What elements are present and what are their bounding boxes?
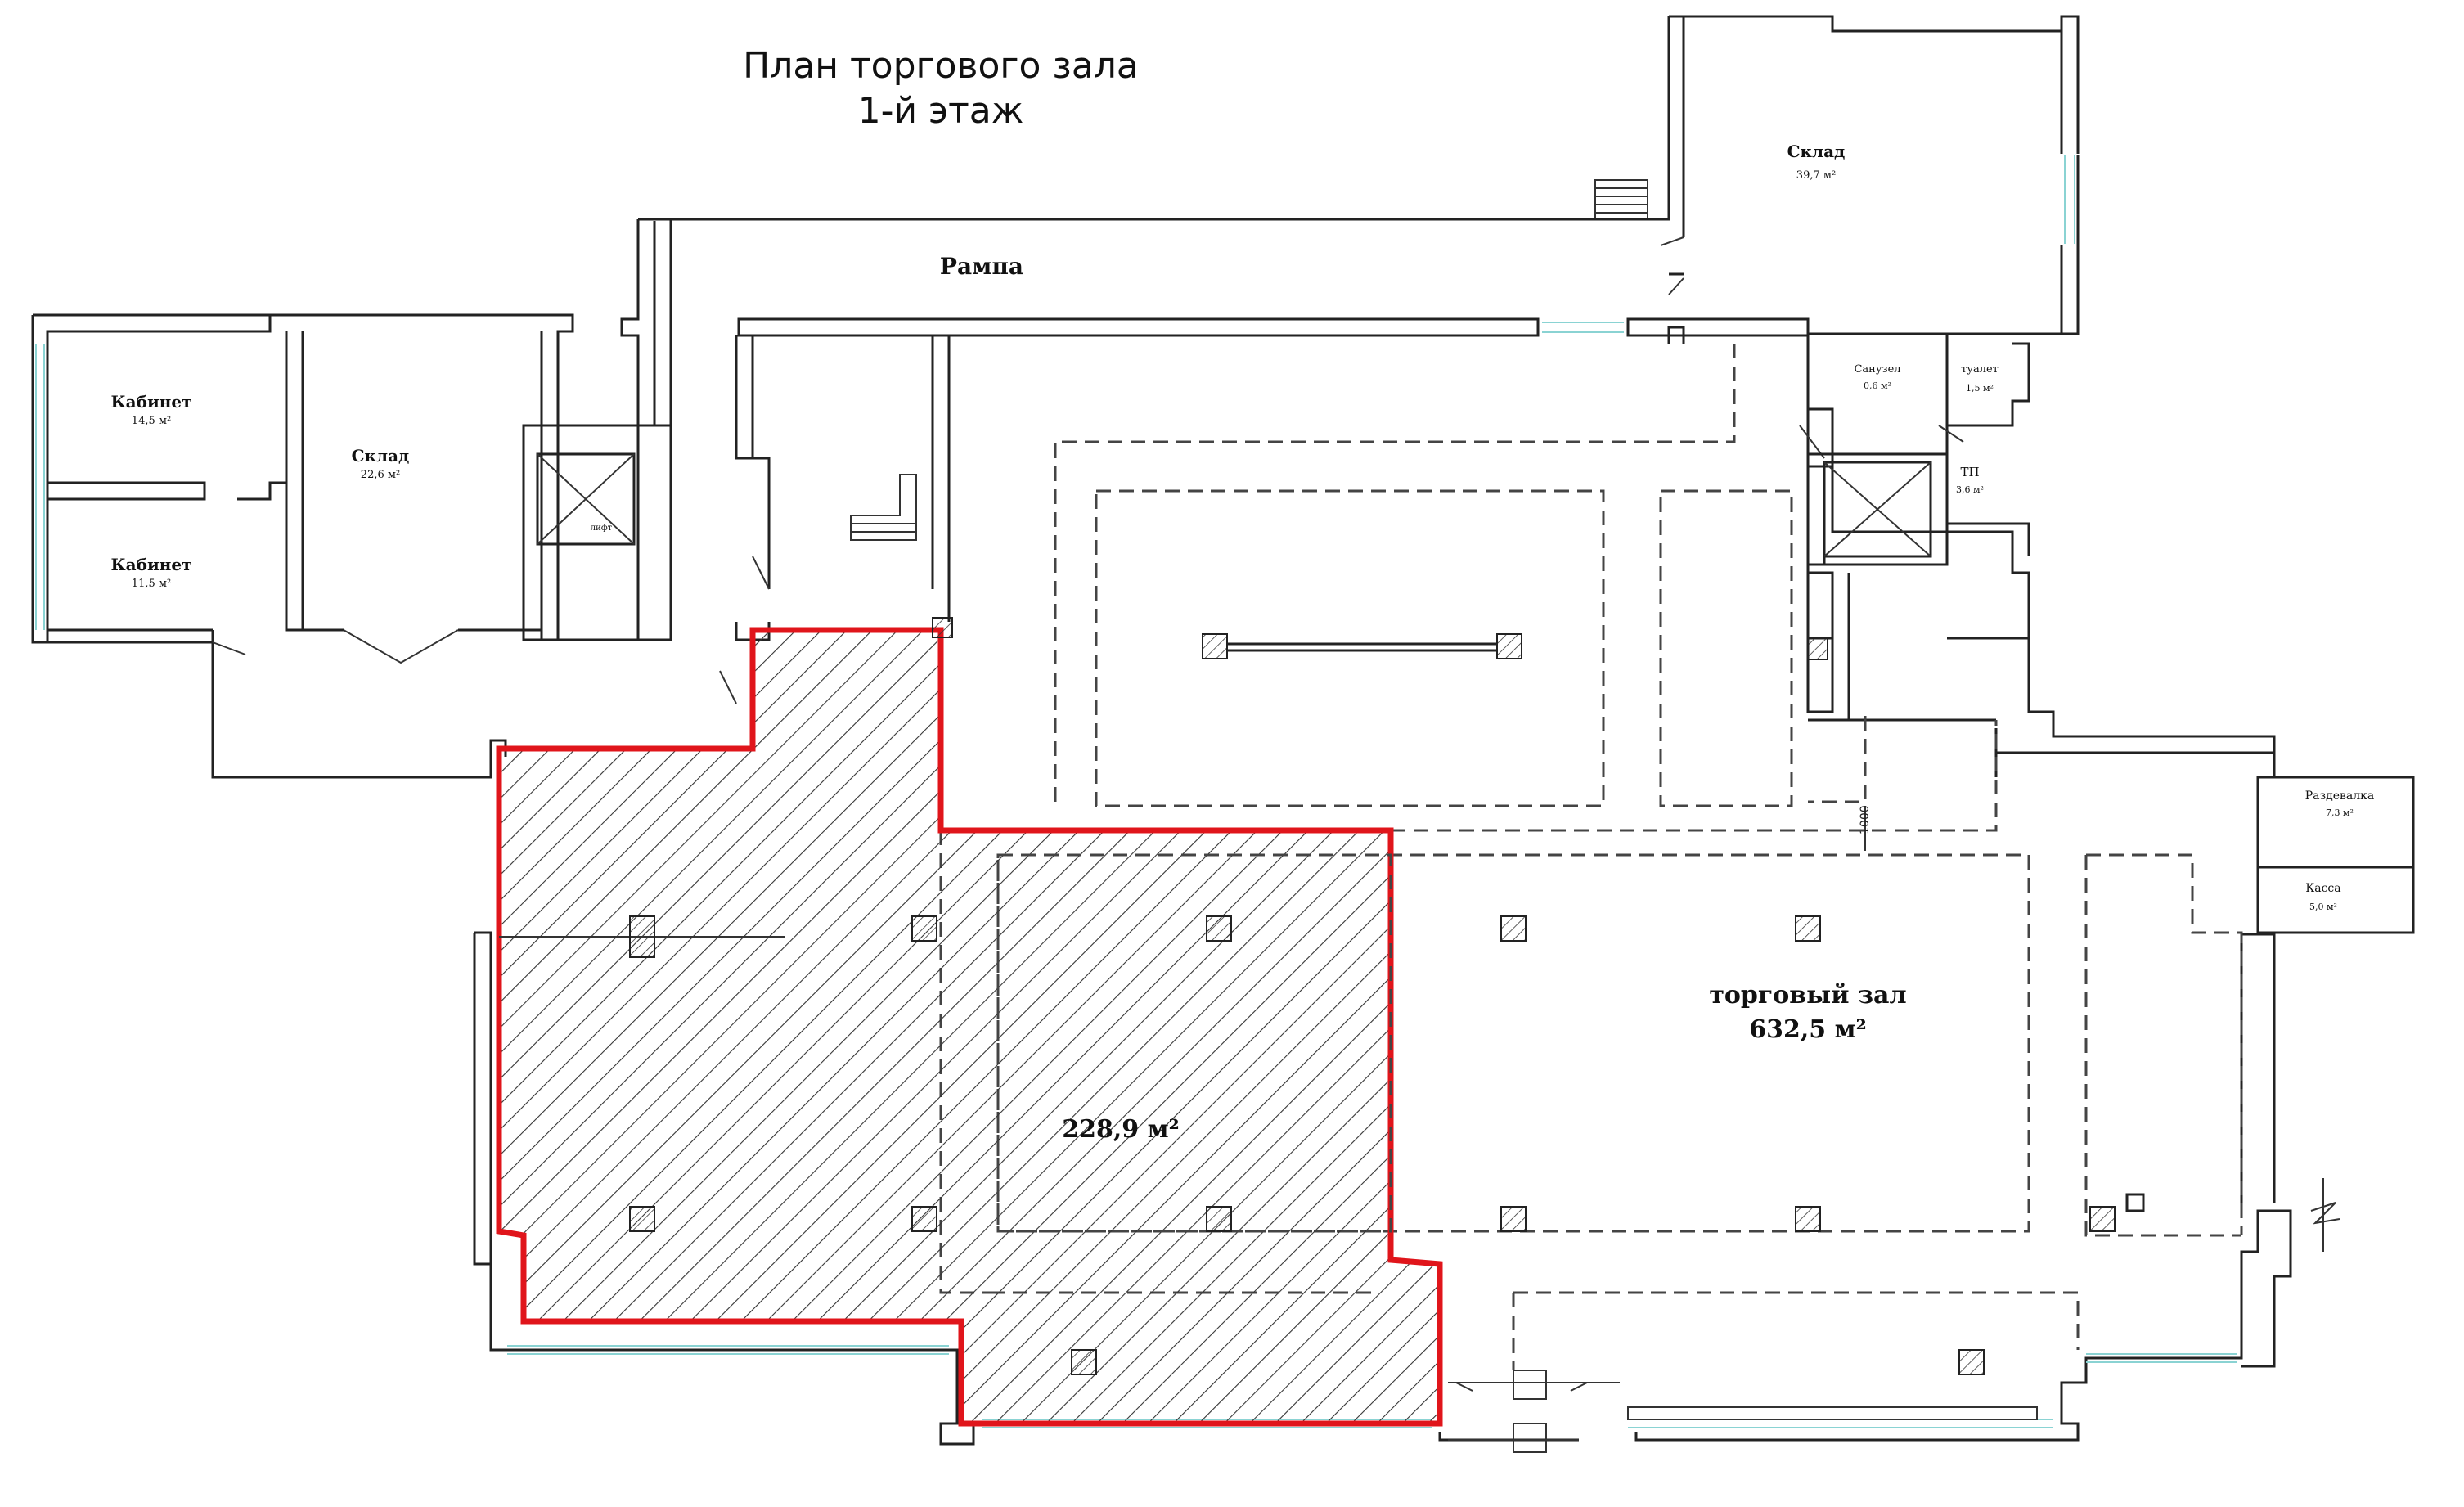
ramp-area [620, 218, 1810, 641]
column [1958, 1349, 1985, 1375]
room-labels: Рампа Склад 39,7 м² Кабинет 14,5 м² Каби… [110, 142, 2374, 1144]
label-sklad-left: Склад [352, 446, 410, 466]
column [1500, 1206, 1527, 1232]
label-lift: лифт [591, 524, 613, 533]
area-trade-hall: 632,5 м² [1749, 1015, 1867, 1044]
column [932, 617, 953, 638]
label-tualet: туалет [1961, 363, 1999, 376]
mid-corridor [719, 335, 951, 704]
columns [629, 617, 2116, 1375]
label-tp: ТП [1960, 465, 1979, 479]
area-highlighted: 228,9 м² [1062, 1115, 1180, 1144]
upper-hall-dashed: 1000 [1054, 344, 1872, 851]
lift-left [522, 424, 672, 641]
stairs-top [1594, 179, 1648, 220]
label-sklad-top: Склад [1787, 142, 1846, 161]
area-kabinet-2: 11,5 м² [132, 578, 171, 590]
column [1206, 1206, 1232, 1232]
column [911, 915, 937, 942]
label-rampa: Рампа [940, 253, 1023, 280]
dimension-label: 1000 [1859, 805, 1872, 834]
column [629, 915, 655, 958]
column [1500, 915, 1527, 942]
area-tp: 3,6 м² [1956, 484, 1984, 495]
label-kabinet-1: Кабинет [110, 392, 191, 412]
area-kassa: 5,0 м² [2309, 902, 2337, 912]
highlighted-area [496, 627, 1443, 1427]
title-line-1: План торгового зала [743, 45, 1139, 87]
area-sanuzel: 0,6 м² [1864, 380, 1891, 391]
label-sanuzel: Санузел [1854, 363, 1900, 376]
service-rooms [1799, 335, 2030, 704]
title-line-2: 1-й этаж [858, 90, 1024, 132]
area-sklad-left: 22,6 м² [361, 469, 400, 481]
column [1071, 1349, 1097, 1375]
column [1202, 633, 1228, 659]
area-tualet: 1,5 м² [1966, 383, 1994, 394]
label-razdevalka: Раздевалка [2305, 789, 2375, 803]
column [1795, 915, 1821, 942]
label-trade-hall: торговый зал [1709, 981, 1906, 1010]
area-kabinet-1: 14,5 м² [132, 415, 171, 427]
column [1206, 915, 1232, 942]
storage-top-building [1594, 15, 2080, 344]
column [1807, 637, 1828, 660]
label-kassa: Касса [2305, 882, 2340, 895]
office-block [31, 313, 574, 779]
plan-title: План торгового зала 1-й этаж [743, 45, 1139, 132]
column [2089, 1206, 2116, 1232]
area-razdevalka: 7,3 м² [2326, 807, 2354, 818]
label-kabinet-2: Кабинет [110, 555, 191, 574]
column [911, 1206, 937, 1232]
column [1496, 633, 1522, 659]
lift-right [1806, 452, 1949, 566]
column [1795, 1206, 1821, 1232]
highlight-outline [496, 627, 1443, 1427]
stairs-mid [850, 474, 917, 541]
area-sklad-top: 39,7 м² [1796, 169, 1836, 182]
column [629, 1206, 655, 1232]
